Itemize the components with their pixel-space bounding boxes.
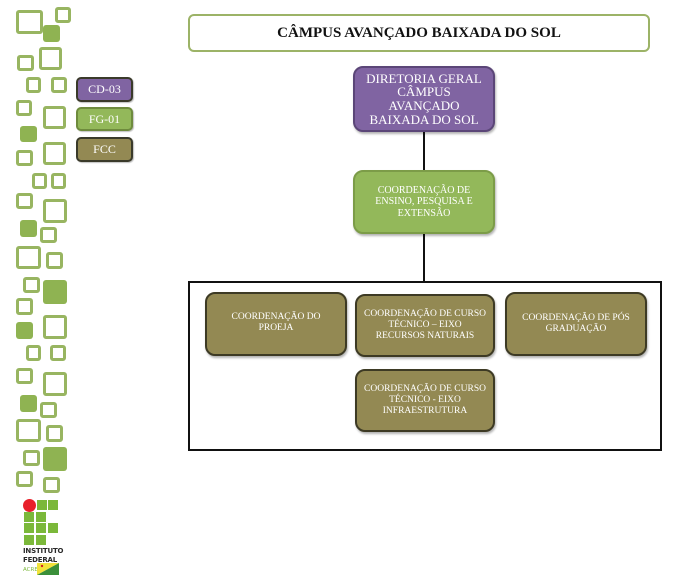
decor-square (20, 126, 37, 142)
node-label: COORDENAÇÃO DE CURSO TÉCNICO – EIXO RECU… (364, 309, 486, 341)
decor-square (17, 55, 34, 71)
decor-square (20, 220, 37, 237)
decor-square (43, 199, 67, 223)
decor-square (43, 106, 66, 129)
decor-square (40, 402, 57, 418)
decor-square (46, 252, 63, 269)
legend-item-fg01: FG-01 (76, 107, 133, 131)
decor-square (46, 425, 63, 442)
node-label: COORDENAÇÃO DE ENSINO, PESQUISA E EXTENS… (375, 184, 473, 219)
decor-square (43, 142, 66, 165)
decor-square (16, 10, 43, 34)
decor-square (26, 77, 41, 93)
node-label: DIRETORIA GERAL CÂMPUS AVANÇADO BAIXADA … (366, 70, 482, 127)
decor-square (16, 246, 41, 269)
connector-line (423, 233, 425, 282)
logo-square (24, 523, 34, 533)
decor-square (16, 150, 33, 166)
acre-flag-icon (37, 563, 59, 575)
node-coordenacao-ensino: COORDENAÇÃO DE ENSINO, PESQUISA E EXTENS… (353, 170, 495, 234)
legend-item-fcc: FCC (76, 137, 133, 162)
logo-square (37, 500, 47, 510)
logo-square (36, 512, 46, 522)
decor-square (16, 368, 33, 384)
node-label: COORDENAÇÃO DE PÓS GRADUAÇÃO (522, 313, 630, 334)
decor-square (43, 477, 60, 493)
node-coordenacao-pos-graduacao: COORDENAÇÃO DE PÓS GRADUAÇÃO (505, 292, 647, 356)
logo-square (24, 535, 34, 545)
decor-square (43, 280, 67, 304)
legend-item-cd03: CD-03 (76, 77, 133, 102)
decor-square (23, 277, 40, 293)
node-coordenacao-proeja: COORDENAÇÃO DO PROEJA (205, 292, 347, 356)
decor-square (43, 25, 60, 42)
decor-square (16, 419, 41, 442)
node-label: COORDENAÇÃO DO PROEJA (231, 312, 321, 333)
logo-text-federal: FEDERAL (23, 556, 58, 564)
legend-label: FG-01 (88, 111, 121, 126)
node-coordenacao-recursos-naturais: COORDENAÇÃO DE CURSO TÉCNICO – EIXO RECU… (355, 294, 495, 357)
decor-square (43, 447, 67, 471)
decor-square (55, 7, 71, 23)
decor-square (39, 47, 62, 70)
legend-label: CD-03 (88, 82, 121, 96)
decor-square (51, 173, 66, 189)
logo-square (48, 500, 58, 510)
legend-label: FCC (93, 142, 116, 156)
decor-square (20, 395, 37, 412)
logo-square (36, 535, 46, 545)
logo-square (24, 512, 34, 522)
decor-square (16, 193, 33, 209)
decor-square (16, 100, 32, 116)
decor-square (50, 345, 66, 361)
decor-square (16, 471, 33, 487)
decor-square (16, 322, 33, 339)
decor-square (40, 227, 57, 243)
node-label: COORDENAÇÃO DE CURSO TÉCNICO - EIXO INFR… (364, 384, 486, 416)
logo-text-instituto: INSTITUTO (23, 547, 64, 555)
node-coordenacao-infraestrutura: COORDENAÇÃO DE CURSO TÉCNICO - EIXO INFR… (355, 369, 495, 432)
org-chart-title: CÂMPUS AVANÇADO BAIXADA DO SOL (188, 14, 650, 52)
decor-square (43, 315, 67, 339)
decor-square (43, 372, 67, 396)
decor-square (32, 173, 47, 189)
decor-square (23, 450, 40, 466)
node-diretoria-geral: DIRETORIA GERAL CÂMPUS AVANÇADO BAIXADA … (353, 66, 495, 132)
sub-coordinations-group (188, 281, 662, 451)
logo-square (48, 523, 58, 533)
logo-red-dot (23, 499, 36, 512)
logo-text-acre: ACRE (23, 567, 38, 573)
logo-square (36, 523, 46, 533)
page-title: CÂMPUS AVANÇADO BAIXADA DO SOL (277, 24, 561, 41)
decor-square (26, 345, 41, 361)
connector-line (423, 131, 425, 171)
decor-square (16, 298, 33, 315)
decor-square (51, 77, 67, 93)
